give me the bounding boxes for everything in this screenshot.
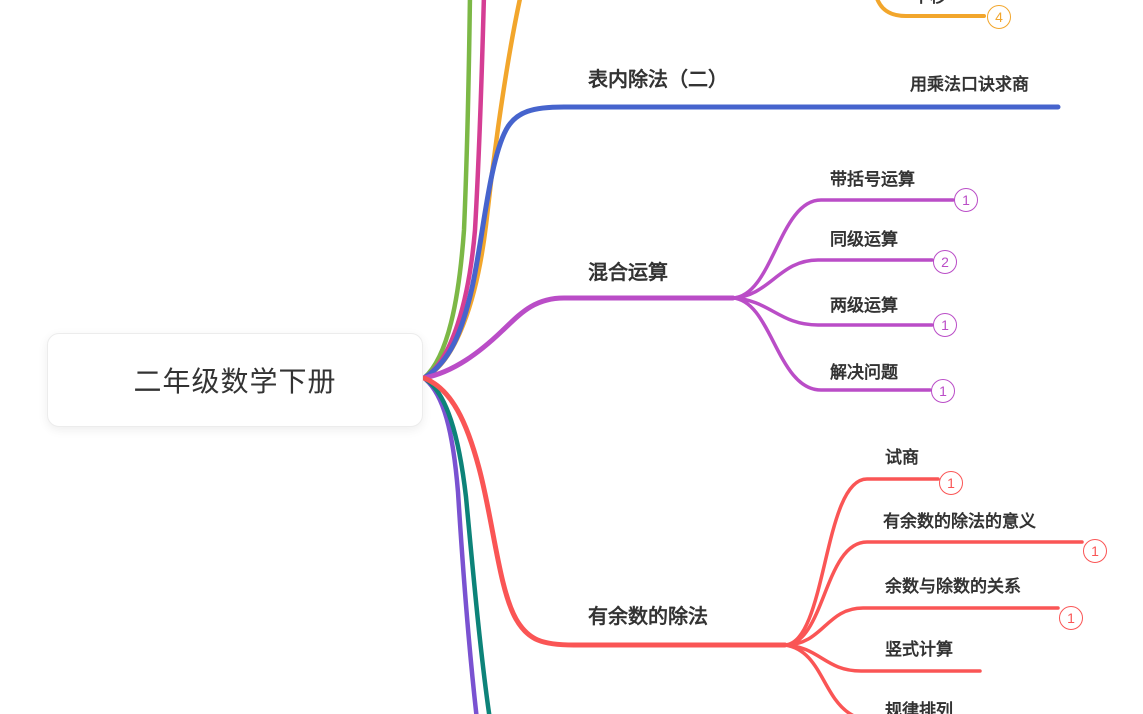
topic-move-down[interactable]: 下移 — [913, 0, 947, 7]
badge-trial-quotient[interactable]: 1 — [939, 471, 963, 495]
badge-remainder-divisor-relation[interactable]: 1 — [1059, 606, 1083, 630]
badge-move-down[interactable]: 4 — [987, 5, 1011, 29]
topic-division-table[interactable]: 表内除法（二） — [588, 69, 728, 91]
branch-trial-quotient-connector — [783, 477, 940, 647]
branch-paren-connector — [731, 198, 955, 300]
topic-remainder-divisor-relation[interactable]: 余数与除数的关系 — [885, 577, 1021, 596]
topic-mixed-ops[interactable]: 混合运算 — [588, 262, 668, 284]
branch-relation-connector — [783, 606, 1060, 647]
badge-solve-problems[interactable]: 1 — [931, 379, 955, 403]
topic-paren-ops[interactable]: 带括号运算 — [830, 170, 915, 189]
branch-pink-connector — [421, 0, 487, 381]
branch-teal-connector — [421, 375, 492, 714]
topic-same-level-ops[interactable]: 同级运算 — [830, 230, 898, 249]
badge-same-level-ops[interactable]: 2 — [933, 250, 957, 274]
badge-two-level-ops[interactable]: 1 — [933, 313, 957, 337]
branch-solve-connector — [731, 296, 932, 392]
branch-orange-connector — [421, 0, 523, 381]
root-topic[interactable]: 二年级数学下册 — [47, 333, 423, 427]
topic-remainder-division[interactable]: 有余数的除法 — [588, 606, 708, 628]
branch-mixed-ops-connector — [421, 295, 736, 381]
topic-multiplication-quotient[interactable]: 用乘法口诀求商 — [910, 75, 1029, 94]
branch-green-connector — [421, 0, 473, 381]
badge-paren-ops[interactable]: 1 — [954, 188, 978, 212]
branch-meaning-connector — [783, 540, 1084, 647]
branch-same-level-connector — [731, 258, 934, 300]
root-topic-label: 二年级数学下册 — [133, 366, 337, 397]
branch-pattern-connector — [783, 643, 854, 714]
branch-violet-connector — [421, 375, 479, 714]
branch-remainder-division-connector — [421, 375, 788, 648]
topic-remainder-meaning[interactable]: 有余数的除法的意义 — [883, 512, 1036, 531]
topic-two-level-ops[interactable]: 两级运算 — [830, 296, 898, 315]
badge-remainder-meaning[interactable]: 1 — [1083, 539, 1107, 563]
topic-solve-problems[interactable]: 解决问题 — [830, 363, 898, 382]
topic-vertical-calculation[interactable]: 竖式计算 — [885, 640, 953, 659]
branch-division-table-connector — [421, 104, 1061, 381]
branch-two-level-connector — [731, 296, 934, 327]
branch-move-down-connector — [875, 0, 986, 18]
topic-trial-quotient[interactable]: 试商 — [885, 448, 919, 467]
topic-pattern-arrangement[interactable]: 规律排列 — [885, 701, 953, 714]
